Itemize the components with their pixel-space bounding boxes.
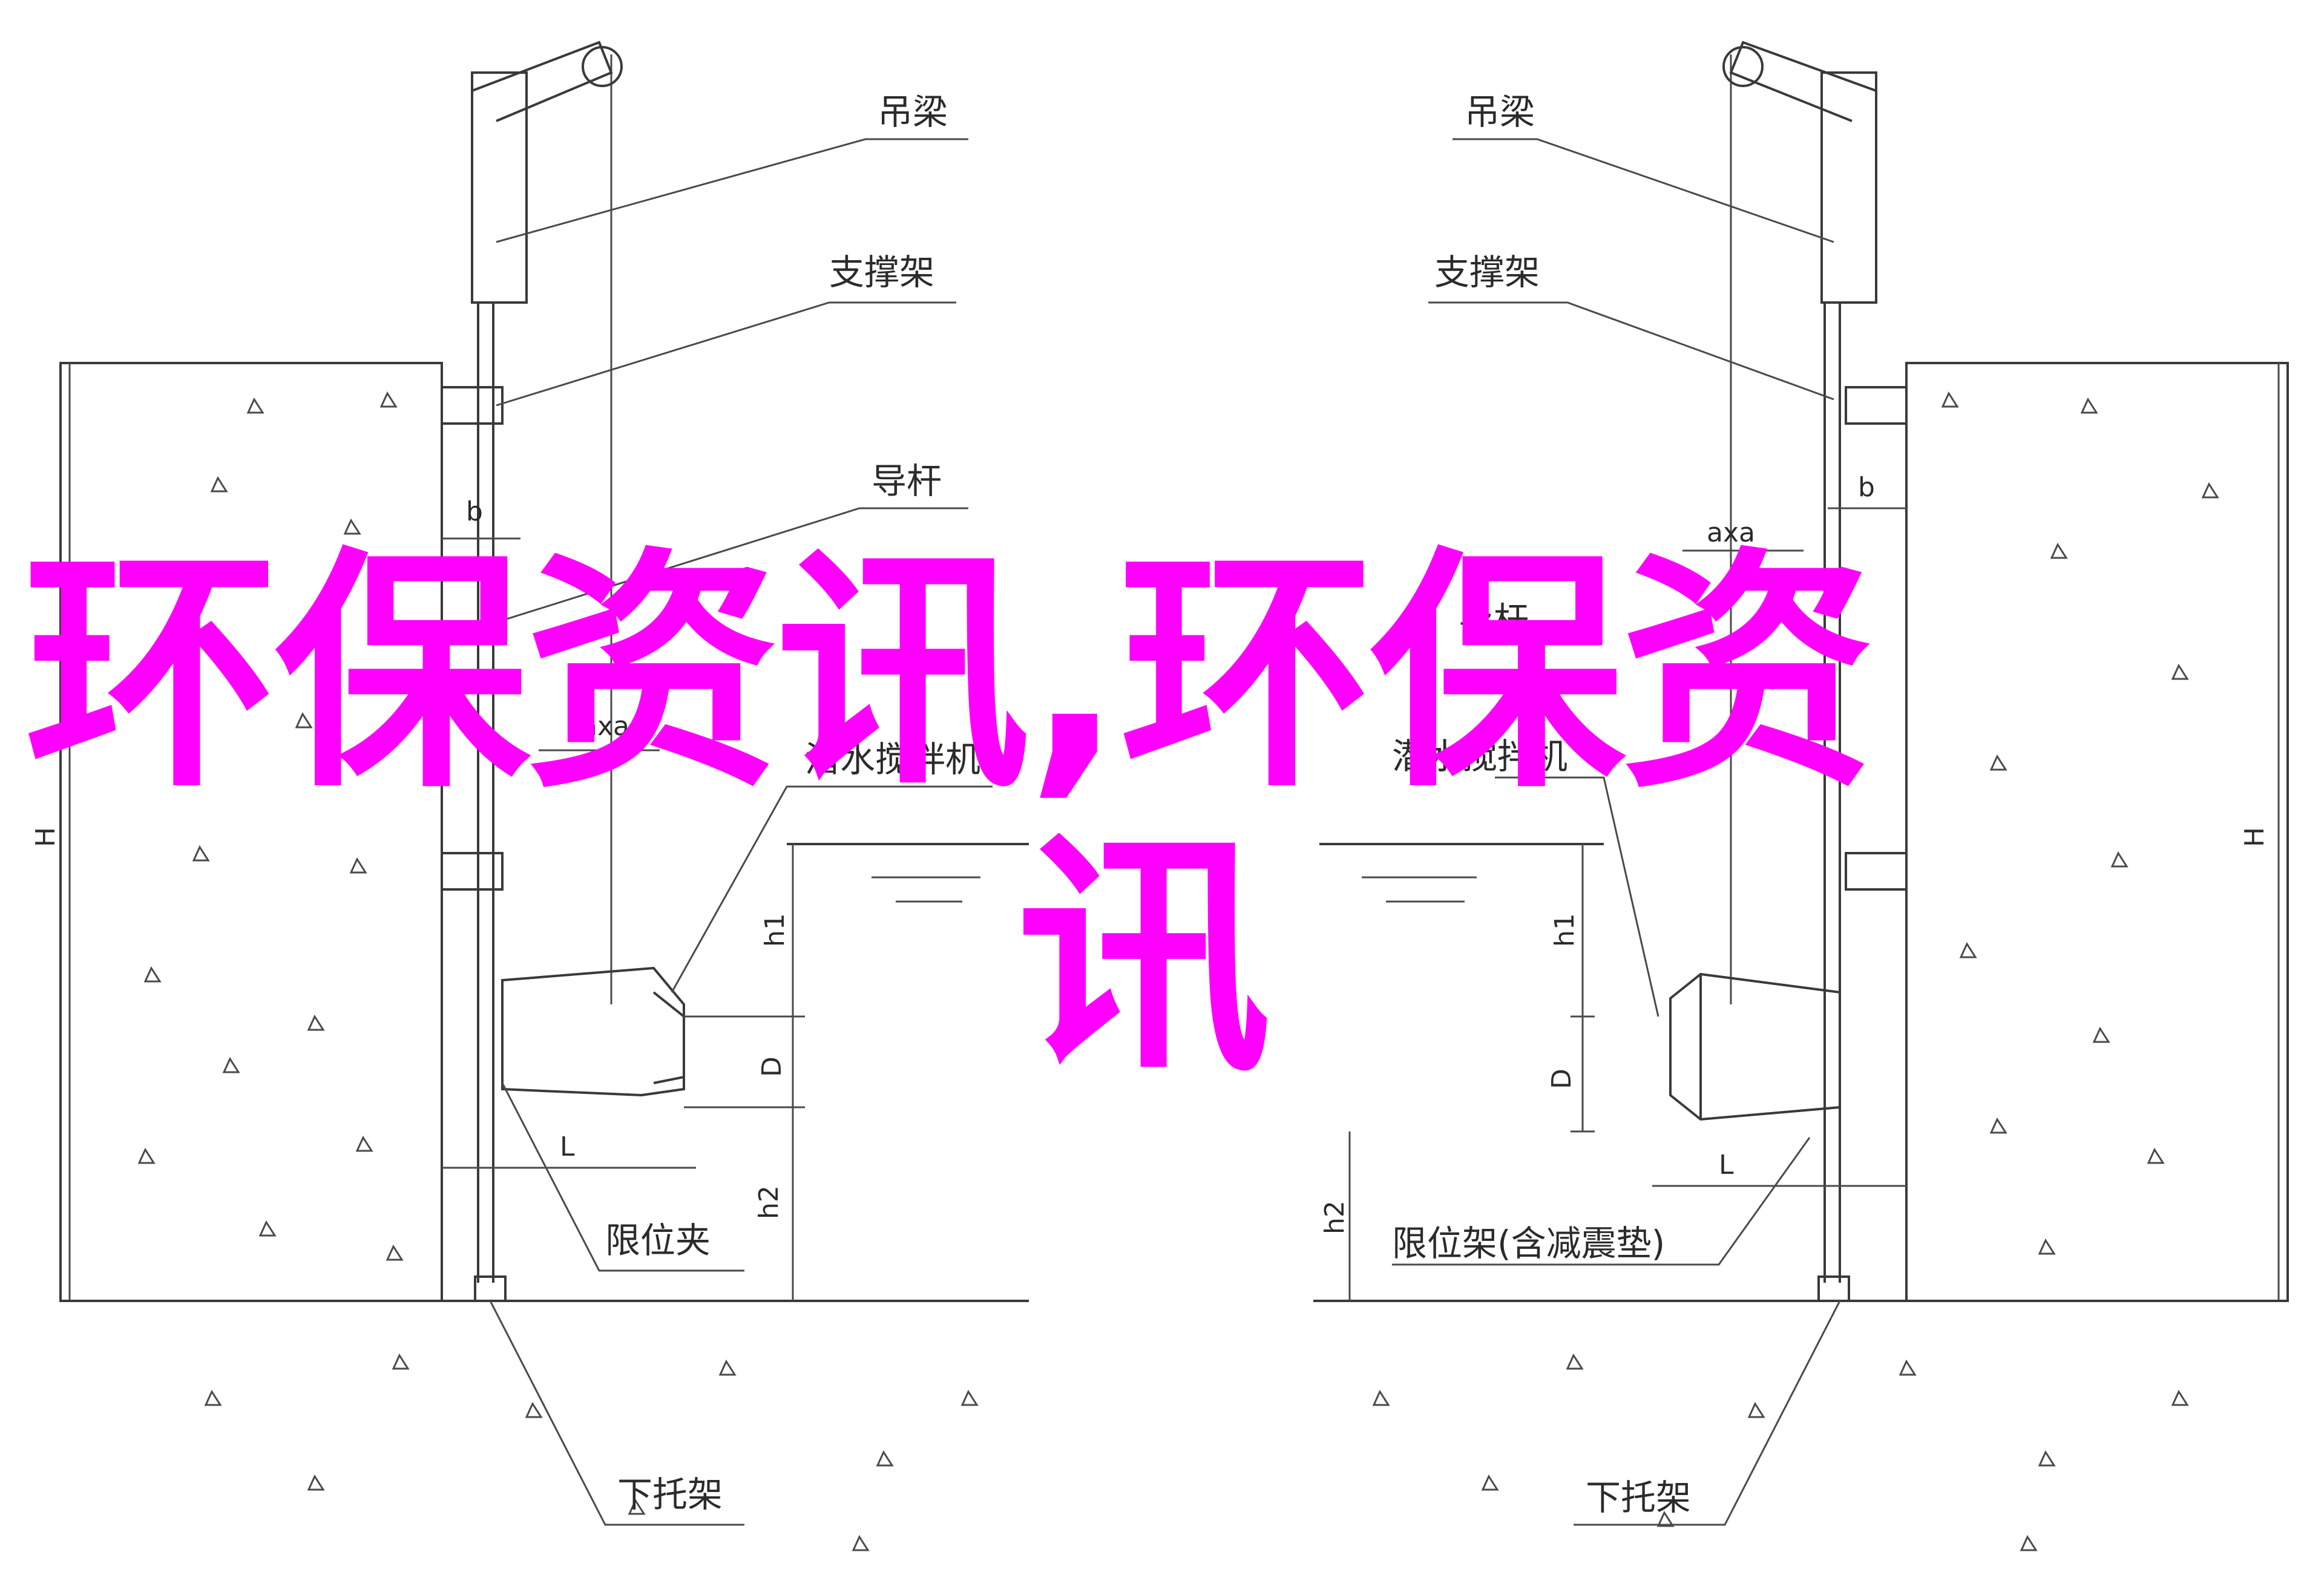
right-dim-H: H <box>2239 827 2270 847</box>
right-wall-hatch <box>1941 391 2219 1255</box>
right-dim-axa: axa <box>1707 517 1755 548</box>
watermark-banner: 环保资讯,环保资 讯 <box>24 532 2263 1101</box>
right-dim-D: D <box>1546 1069 1577 1089</box>
left-wall-hatch <box>137 391 404 1261</box>
right-crane-beam <box>1729 41 1877 122</box>
watermark-line-1: 环保资讯,环保资 <box>24 526 1875 822</box>
right-dim-h2: h2 <box>1319 1200 1350 1234</box>
left-dim-H: H <box>30 827 61 847</box>
left-label-support-frame: 支撑架 <box>829 252 934 293</box>
left-dim-axa: axa <box>581 711 629 742</box>
left-label-bottom-bracket: 下托架 <box>617 1474 723 1515</box>
left-label-limit-clamp: 限位夹 <box>605 1220 711 1261</box>
right-label-support-frame: 支撑架 <box>1434 252 1540 293</box>
left-dim-h2: h2 <box>753 1185 784 1219</box>
left-label-guide-rod: 导杆 <box>872 460 942 502</box>
right-label-mixer: 潜水搅拌机 <box>1392 736 1567 777</box>
left-crane-post <box>471 71 528 304</box>
left-dim-L: L <box>560 1131 575 1162</box>
right-label-limit-frame: 限位架(含减震垫) <box>1392 1223 1665 1264</box>
right-floor-hatch <box>1372 1353 2189 1551</box>
right-label-bottom-bracket: 下托架 <box>1586 1477 1691 1518</box>
left-floor-hatch <box>204 1353 979 1551</box>
watermark-line-2: 讯 <box>1017 811 1271 1107</box>
left-drawing: H b h1 D h2 <box>30 41 1029 1551</box>
left-label-crane-beam: 吊梁 <box>878 91 948 133</box>
right-drawing: H b axa h1 D h2 <box>1313 41 2289 1551</box>
right-label-crane-beam: 吊梁 <box>1465 91 1535 133</box>
left-crane-beam <box>471 41 613 122</box>
right-dim-L: L <box>1719 1150 1734 1180</box>
right-dim-h1: h1 <box>1549 913 1580 947</box>
right-label-guide-rod: 导杆 <box>1459 600 1529 641</box>
left-dim-b: b <box>466 496 483 527</box>
right-crane-post <box>1820 71 1877 304</box>
left-dim-D: D <box>757 1056 787 1077</box>
left-dim-h1: h1 <box>760 913 790 947</box>
left-mixer-body <box>501 966 685 1097</box>
right-dim-b: b <box>1858 472 1875 503</box>
left-label-mixer: 潜水搅拌机 <box>805 739 980 780</box>
